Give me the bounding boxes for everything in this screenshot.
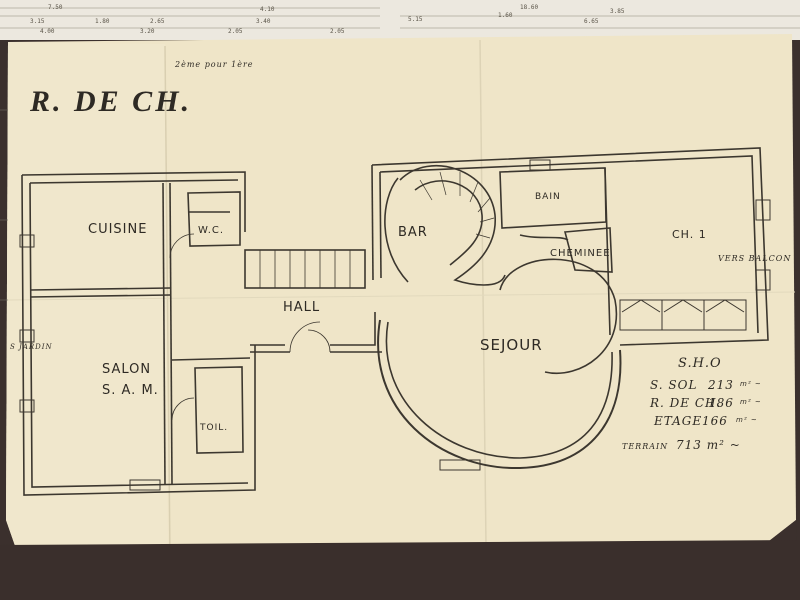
dimension-top-3: 1.80 [95, 18, 110, 25]
dimension-top-12: 1.60 [498, 12, 513, 19]
surface-value-rdc: 186 [708, 396, 734, 410]
dimension-top-1: 7.50 [48, 4, 63, 11]
surface-unit-sous-sol: m² ~ [740, 380, 762, 388]
surface-value-sous-sol: 213 [708, 378, 734, 392]
room-label-bain: BAIN [535, 192, 561, 202]
windows [19, 159, 771, 491]
dimension-top-11: 5.15 [408, 16, 423, 23]
room-label-cuisine: CUISINE [88, 222, 148, 237]
dimension-top-6: 3.20 [140, 28, 155, 35]
surface-label-etage: ETAGE [654, 414, 703, 428]
annotation-jardin: S JARDIN [10, 343, 53, 351]
dimension-top-15: 6.65 [584, 18, 599, 25]
surface-label-sous-sol: S. SOL [650, 378, 698, 392]
room-label-hall: HALL [283, 300, 321, 315]
dimension-top-5: 4.00 [40, 28, 55, 35]
room-label-cheminee: CHEMINEE [550, 248, 611, 259]
room-label-sam: S. A. M. [102, 383, 159, 398]
surface-unit-rdc: m² ~ [740, 398, 762, 406]
terrain-value: 713 m² ~ [676, 438, 741, 452]
annotation-vers-balcon: VERS BALCON [718, 254, 792, 263]
dimension-top-4: 2.65 [150, 18, 165, 25]
dimension-top-2: 3.15 [30, 18, 45, 25]
room-label-sejour: SEJOUR [480, 336, 543, 354]
header-note: 2ème pour 1ère [175, 60, 254, 69]
surface-value-etage: 166 [702, 414, 728, 428]
walls [21, 147, 769, 496]
surface-unit-etage: m² ~ [736, 416, 758, 424]
room-label-chambre: CH. 1 [672, 228, 707, 241]
room-label-salon: SALON [102, 362, 152, 377]
surface-label-rdc: R. DE CH. [650, 396, 722, 410]
dimension-top-14: 3.85 [610, 8, 625, 15]
room-label-bar: BAR [398, 225, 428, 240]
dimension-top-9: 2.05 [228, 28, 243, 35]
plan-title: R. DE CH. [30, 85, 193, 118]
room-label-toilette: TOIL. [200, 423, 229, 433]
terrain-label: TERRAIN [622, 442, 669, 451]
dimension-top-10: 2.05 [330, 28, 345, 35]
paper-sheet [6, 34, 796, 560]
room-label-wc: W.C. [198, 225, 225, 236]
dimension-top-7: 4.10 [260, 6, 275, 13]
surfaces-heading: S.H.O [678, 356, 722, 371]
dimension-top-13: 18.60 [520, 4, 539, 11]
dimension-top-8: 3.40 [256, 18, 271, 25]
